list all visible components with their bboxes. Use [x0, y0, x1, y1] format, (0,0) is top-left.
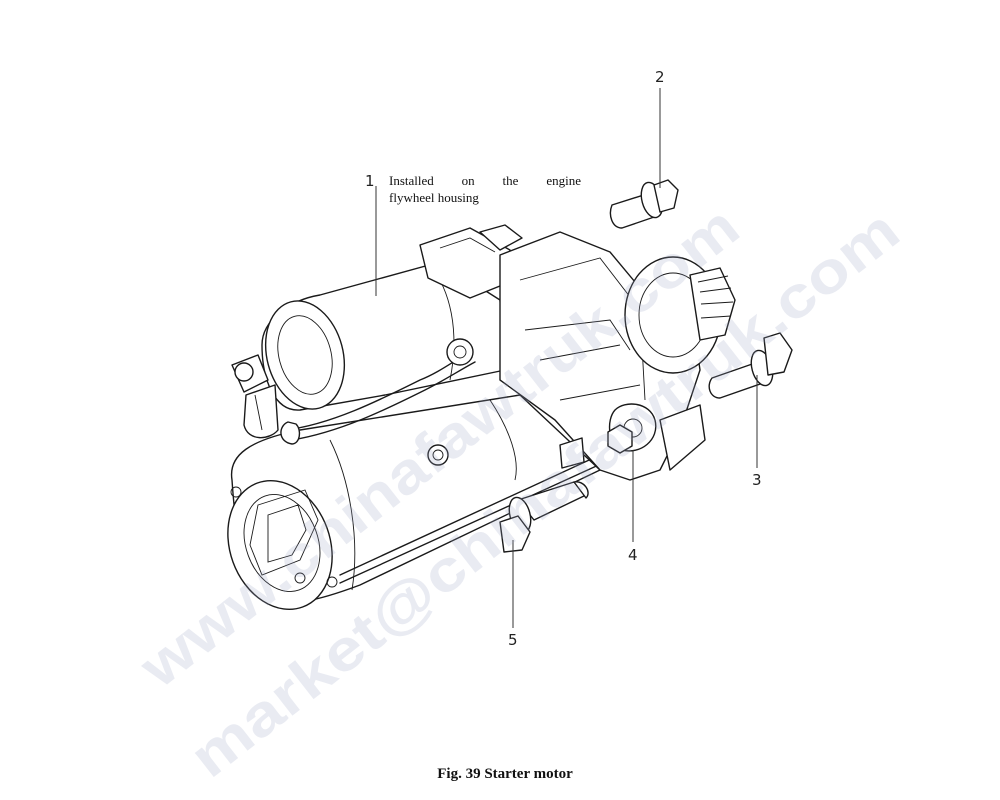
- bolt-2: [609, 179, 679, 229]
- installation-note-line-2: flywheel housing: [389, 190, 479, 205]
- callout-2: 2: [655, 68, 665, 86]
- callout-4: 4: [628, 546, 638, 564]
- installation-note-line-1: Installed on the engine: [389, 173, 581, 188]
- bolt-5: [499, 481, 589, 553]
- leader-lines: [375, 88, 758, 628]
- callout-5: 5: [508, 631, 518, 649]
- bolt-3: [708, 332, 793, 399]
- callout-3: 3: [752, 471, 762, 489]
- installation-note: Installed on the engine flywheel housing: [389, 172, 581, 206]
- starter-motor-body: [227, 224, 736, 611]
- figure-caption: Fig. 39 Starter motor: [437, 766, 573, 782]
- callout-1: 1: [365, 172, 375, 190]
